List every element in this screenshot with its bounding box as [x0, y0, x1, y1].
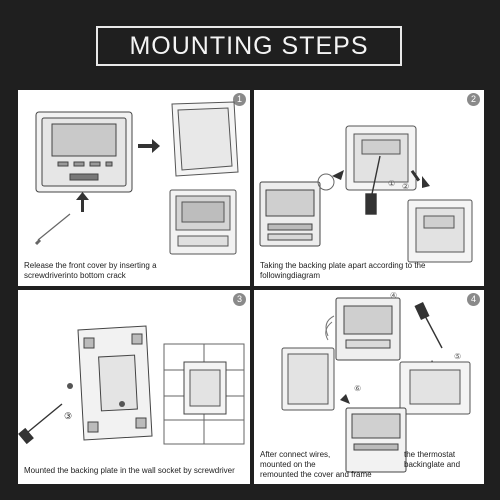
step-3-panel: 3 ③ Mounted the backing plate i — [18, 290, 250, 484]
thermostat-front-icon — [35, 111, 133, 193]
step-3-illustration — [18, 325, 245, 445]
thermostat-assembled-icon — [345, 407, 407, 473]
callout-4: ④ — [390, 291, 398, 300]
front-cover-icon — [171, 101, 239, 177]
callout-1: ① — [388, 179, 396, 188]
step-2-illustration — [259, 125, 473, 263]
detail-zoom-icon — [345, 125, 417, 191]
step-number-2: 2 — [467, 93, 480, 106]
step-1-caption-line2: screwdriverinto bottom crack — [24, 271, 126, 280]
arrow-icon — [332, 170, 344, 180]
clip-detail-icon — [399, 361, 471, 415]
step-4-caption-left-line3: remounted the cover and frame — [260, 470, 372, 479]
title-box: MOUNTING STEPS — [96, 26, 402, 66]
thermostat-body-icon — [169, 189, 237, 255]
callout-6: ⑥ — [354, 384, 362, 393]
backing-plate-icon — [77, 325, 153, 441]
arrow-down-icon — [410, 169, 430, 188]
magnify-circle-icon — [317, 173, 335, 191]
step-2-caption-line2: followingdiagram — [260, 271, 321, 280]
step-4-panel: 4 ④ ⑤ — [254, 290, 484, 484]
step-1-caption-line1: Release the front cover by inserting a — [24, 261, 157, 270]
arrow-right-icon — [138, 139, 160, 153]
screwdriver-icon — [34, 213, 71, 246]
step-2-panel: 2 ① ② Takin — [254, 90, 484, 286]
wire-icon — [325, 315, 335, 341]
page-title: MOUNTING STEPS — [129, 31, 369, 60]
step-number-1: 1 — [233, 93, 246, 106]
step-4-illustration — [281, 297, 471, 473]
step-number-4: 4 — [467, 293, 480, 306]
screwdriver-icon — [365, 155, 381, 215]
backing-plate-detail-icon — [407, 199, 473, 263]
thermostat-body-icon — [335, 297, 401, 361]
wall-socket-icon — [163, 343, 245, 445]
step-1-illustration — [34, 101, 239, 255]
step-4-caption-right-line2: backinglate and — [404, 460, 461, 469]
callout-3: ③ — [64, 411, 73, 421]
step-1-panel: 1 — [18, 90, 250, 286]
screwdriver-icon — [414, 302, 443, 349]
callout-2: ② — [402, 182, 410, 191]
step-4-caption-left-line1: After connect wires, — [260, 450, 331, 459]
step-2-caption-line1: Taking the backing plate apart according… — [260, 261, 426, 270]
thermostat-open-icon — [259, 181, 321, 247]
screw-icon — [67, 383, 125, 407]
arrow-up-icon — [76, 192, 89, 212]
callout-5: ⑤ — [454, 352, 462, 361]
step-4-caption-right-line1: the thermostat — [404, 450, 456, 459]
front-frame-icon — [281, 347, 335, 411]
step-4-caption-left-line2: mounted on the — [260, 460, 316, 469]
step-3-caption: Mounted the backing plate in the wall so… — [24, 466, 235, 475]
step-number-3: 3 — [233, 293, 246, 306]
screwdriver-icon — [18, 403, 63, 445]
